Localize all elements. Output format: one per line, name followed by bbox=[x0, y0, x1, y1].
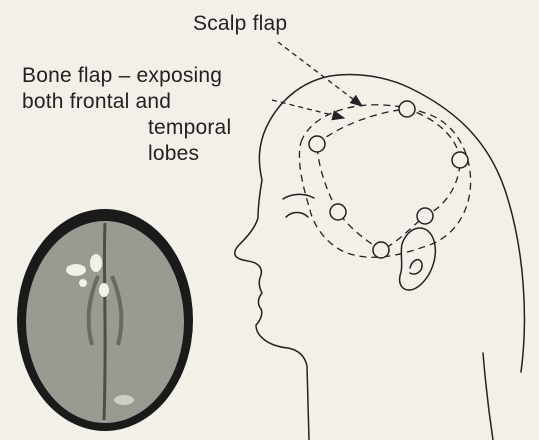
neck-back bbox=[483, 353, 493, 440]
brain-ct-scan-icon bbox=[17, 209, 193, 431]
ear-inner bbox=[410, 260, 422, 274]
ct-scan-midline bbox=[104, 223, 105, 420]
burr-hole bbox=[309, 136, 325, 152]
burr-hole bbox=[330, 204, 346, 220]
eye-brow bbox=[283, 194, 314, 199]
burr-hole bbox=[399, 101, 415, 117]
bone-flap-pointer bbox=[272, 100, 344, 118]
burr-hole bbox=[373, 242, 389, 258]
burr-hole bbox=[417, 208, 433, 224]
eye-lid bbox=[286, 213, 308, 218]
ct-scan-occipital-spot bbox=[114, 395, 134, 405]
burr-hole bbox=[452, 152, 468, 168]
bone-flap-outline bbox=[317, 109, 460, 250]
scalp-flap-outline bbox=[299, 105, 470, 257]
burr-holes bbox=[309, 101, 468, 258]
